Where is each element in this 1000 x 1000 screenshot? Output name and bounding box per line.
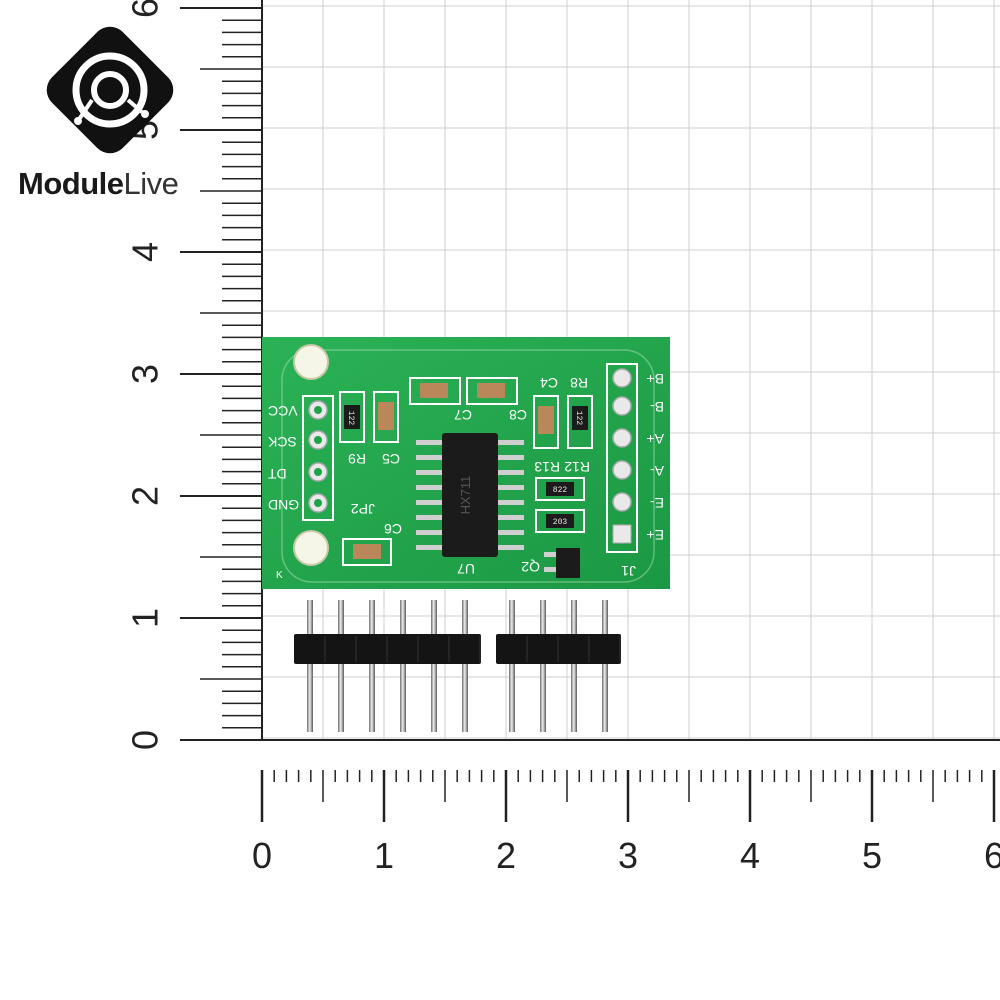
- chip-pin: [496, 530, 524, 535]
- pin-headers: [294, 600, 621, 732]
- label-r12: R12: [564, 459, 590, 475]
- chip-marking: HX711: [458, 476, 473, 515]
- chip-pin: [496, 485, 524, 490]
- label-c7: C7: [454, 407, 472, 423]
- ruler-v-label: 4: [125, 242, 166, 262]
- hx711-board: HX711: [262, 337, 670, 589]
- chip-pin: [416, 455, 444, 460]
- chip-pin: [496, 440, 524, 445]
- code-r9: 122: [346, 411, 355, 426]
- label-c5: C5: [382, 451, 400, 467]
- label-c8: C8: [509, 407, 527, 423]
- label-c6: C6: [384, 521, 402, 537]
- ruler-v-label: 6: [125, 0, 166, 18]
- chip-pin: [496, 545, 524, 550]
- header-pin: [338, 600, 344, 732]
- chip-pin: [416, 440, 444, 445]
- label-vcc: VCC: [268, 403, 298, 419]
- chip-pin: [496, 515, 524, 520]
- label-sck: SCK: [267, 434, 296, 450]
- ruler-h-label: 5: [862, 835, 882, 876]
- header-pin: [400, 600, 406, 732]
- ruler-h-label: 3: [618, 835, 638, 876]
- label-e-minus: E-: [650, 495, 664, 511]
- header-pin: [540, 600, 546, 732]
- hx711-chip: HX711: [416, 433, 524, 557]
- ruler-v-label: 0: [125, 730, 166, 750]
- label-r13: R13: [534, 459, 560, 475]
- label-j1: J1: [621, 563, 636, 579]
- ruler-v-label: 2: [125, 486, 166, 506]
- chip-pin: [416, 515, 444, 520]
- chip-pin: [496, 455, 524, 460]
- chip-pin: [416, 500, 444, 505]
- label-dt: DT: [268, 466, 287, 482]
- header-pin: [369, 600, 375, 732]
- horizontal-ruler: 0 1 2 3 4 5 6: [252, 739, 1000, 876]
- header-pin: [602, 600, 608, 732]
- chip-pin: [416, 545, 444, 550]
- label-a-minus: A-: [650, 463, 664, 479]
- label-b-minus: B-: [650, 399, 664, 415]
- label-jp2: JP2: [351, 501, 375, 517]
- modulelive-logo: [46, 26, 174, 154]
- label-b-plus: B+: [646, 371, 664, 387]
- code-203: 203: [553, 518, 568, 527]
- ruler-v-label: 1: [125, 608, 166, 628]
- chip-pin: [496, 500, 524, 505]
- brand-name-light: Live: [123, 166, 179, 201]
- chip-pin: [416, 530, 444, 535]
- code-r12: 122: [574, 411, 583, 426]
- label-a-plus: A+: [646, 431, 664, 447]
- label-c4: C4: [540, 375, 558, 391]
- ruler-h-label: 4: [740, 835, 760, 876]
- ruler-h-label: 0: [252, 835, 272, 876]
- ruler-h-label: 6: [984, 835, 1000, 876]
- header-pin: [571, 600, 577, 732]
- chip-pin: [416, 485, 444, 490]
- ruler-h-label: 2: [496, 835, 516, 876]
- label-q2: Q2: [521, 559, 540, 575]
- brand-name: ModuleLive: [18, 166, 179, 202]
- chip-pin: [416, 470, 444, 475]
- header-pin: [462, 600, 468, 732]
- label-gnd: GND: [268, 497, 299, 513]
- chip-pin: [496, 470, 524, 475]
- brand-name-bold: Module: [18, 166, 124, 201]
- ruler-v-label: 3: [125, 364, 166, 384]
- label-u7: U7: [457, 561, 475, 577]
- background-grid: [261, 0, 1000, 740]
- ruler-h-label: 1: [374, 835, 394, 876]
- label-r8: R8: [570, 375, 588, 391]
- header-pin: [307, 600, 313, 732]
- label-e-plus: E+: [646, 527, 664, 543]
- smd-components: [339, 377, 593, 578]
- header-pin: [431, 600, 437, 732]
- label-k: K: [276, 570, 283, 581]
- code-822: 822: [553, 486, 568, 495]
- label-r9: R9: [348, 451, 366, 467]
- header-pin: [509, 600, 515, 732]
